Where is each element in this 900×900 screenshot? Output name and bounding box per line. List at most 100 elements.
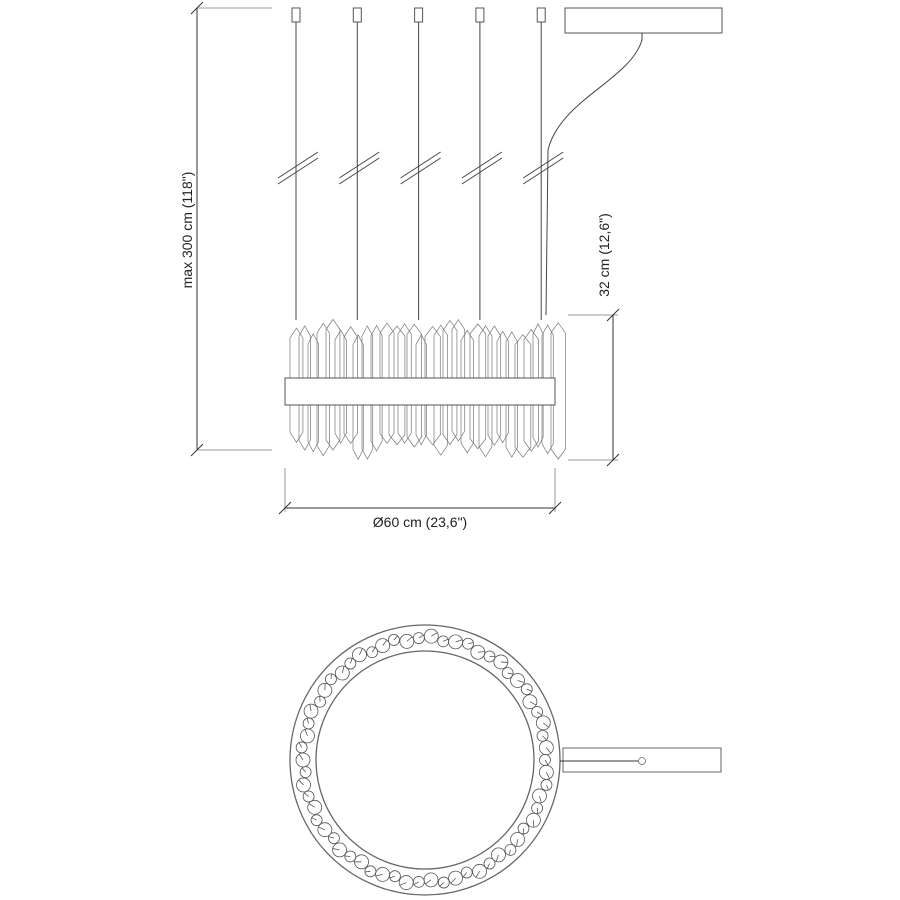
crystal-facet — [543, 722, 549, 728]
crystal-top — [325, 673, 337, 686]
crystal-prism — [298, 325, 311, 451]
crystal-prism — [532, 323, 544, 448]
crystal-facet — [418, 634, 424, 639]
break-mark — [461, 157, 503, 185]
body-height-label: 32 cm (12,6") — [596, 213, 612, 297]
crystal-top — [302, 790, 315, 803]
crystal-facet — [371, 647, 376, 653]
crystal-top — [317, 822, 333, 838]
crystal-top — [493, 654, 509, 670]
crystal-prism — [424, 325, 441, 446]
crystal-top — [344, 850, 357, 863]
crystal-facet — [439, 882, 445, 887]
crystal-facet — [298, 779, 304, 786]
break-mark — [461, 151, 503, 179]
crystal-facet — [349, 658, 353, 664]
crystal-top — [398, 875, 414, 890]
break-mark — [277, 151, 319, 179]
break-mark — [400, 157, 441, 185]
crystal-top — [472, 863, 488, 879]
crystal-facet — [389, 875, 396, 879]
crystal-top — [483, 857, 496, 870]
break-mark — [522, 151, 564, 179]
crystal-prism — [379, 322, 395, 445]
crystal-prism — [433, 324, 448, 456]
crystal-facet — [330, 673, 333, 680]
crystal-prism — [487, 325, 502, 446]
crystal-facet — [517, 680, 525, 683]
crystal-facet — [375, 874, 383, 877]
crystal-top — [501, 667, 514, 679]
crystal-top — [352, 647, 367, 663]
break-mark — [522, 157, 564, 185]
crystal-facet — [507, 672, 514, 675]
crystal-top — [520, 683, 533, 696]
crystal-facet — [539, 795, 542, 803]
crystal-prism — [415, 333, 427, 446]
crystal-prism — [406, 323, 422, 448]
crystal-top — [344, 657, 357, 670]
crystal-top — [388, 634, 400, 646]
max-height-label: max 300 cm (118") — [179, 172, 195, 289]
crystal-facet — [508, 849, 511, 856]
top-view — [289, 624, 722, 896]
crystal-prism — [451, 318, 466, 442]
crystal-facet — [450, 877, 456, 884]
crystal-facet — [298, 753, 304, 761]
crystal-facet — [298, 742, 302, 748]
crystal-top — [399, 633, 415, 649]
dimension-lines — [190, 1, 620, 515]
crystal-top — [531, 802, 544, 815]
crystal-top — [364, 865, 377, 878]
crystal-top — [470, 644, 486, 660]
crystal-facet — [455, 639, 463, 643]
suspension-wires — [277, 7, 564, 320]
wire-clamp — [352, 7, 362, 23]
crystal-facet — [536, 808, 539, 814]
crystal-facet — [536, 711, 542, 716]
crystal-prism — [352, 334, 364, 461]
crystal-facet — [467, 642, 474, 645]
crystal-facet — [318, 826, 326, 831]
crystal-facet — [304, 792, 309, 797]
crystal-facet — [308, 803, 315, 808]
crystal-top — [366, 646, 379, 659]
crystal-facet — [486, 863, 490, 869]
crystal-top — [310, 814, 323, 827]
crystal-prism — [289, 327, 304, 443]
crystal-facet — [463, 872, 467, 878]
crystal-prism — [397, 323, 412, 444]
crystal-facet — [542, 735, 547, 741]
diameter-label: Ø60 cm (23,6") — [373, 514, 467, 530]
side-view — [277, 7, 723, 461]
top-crystals — [295, 628, 554, 890]
crystal-facet — [341, 666, 345, 674]
crystal-top — [448, 870, 463, 886]
crystal-top — [526, 812, 541, 828]
crystal-top — [538, 740, 554, 756]
crystal-facet — [431, 632, 438, 637]
crystal-top — [522, 694, 538, 710]
crystal-facet — [413, 881, 420, 885]
crystal-prism — [478, 325, 493, 458]
crystal-prism — [541, 324, 554, 455]
wire-clamp — [536, 7, 546, 23]
crystal-top — [295, 741, 308, 754]
crystal-facet — [546, 784, 549, 791]
crystal-prism — [550, 322, 566, 460]
crystal-facet — [546, 772, 550, 779]
crystal-facet — [306, 718, 309, 724]
inner-ring — [315, 650, 535, 870]
crystal-facet — [546, 747, 552, 754]
crystal-prism — [523, 328, 539, 452]
crystal-facet — [399, 882, 407, 886]
crystal-facet — [364, 870, 371, 873]
crystal-top — [460, 866, 473, 879]
crystal-prism — [325, 318, 341, 451]
crystal-top — [303, 703, 319, 719]
crystal-prism — [388, 325, 406, 446]
crystal-top — [334, 665, 350, 681]
crystal-facet — [500, 661, 508, 663]
crystal-prism — [361, 325, 374, 460]
